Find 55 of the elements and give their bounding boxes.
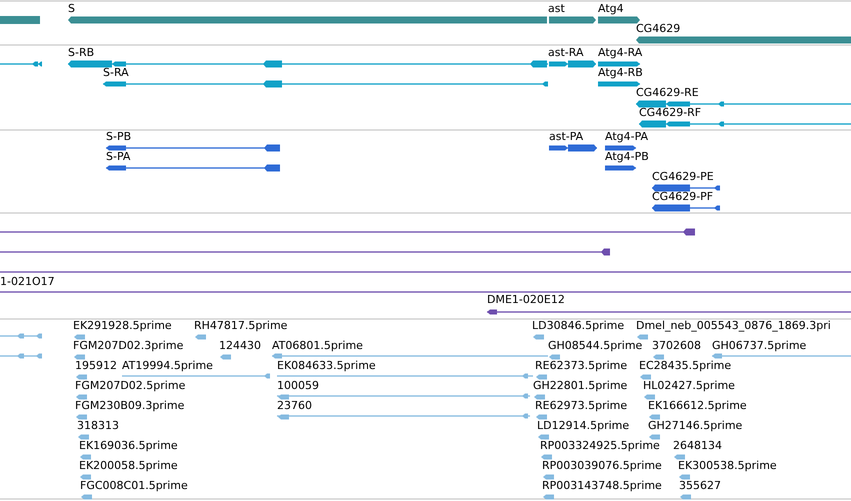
track-label: Atg4-PA [605,130,648,143]
track-label: FGM207D02.3prime [73,339,184,352]
track-label: EK300538.5prime [678,459,777,472]
track-label: CG4629-RF [639,106,702,119]
track-label: LD12914.5prime [537,419,630,432]
track-label: Atg4-RB [598,66,643,79]
track-label: S-PA [106,150,130,163]
track-label: GH22801.5prime [533,379,628,392]
track-label: RE62373.5prime [535,359,628,372]
track-label: EK291928.5prime [73,319,172,332]
track-label: 100059 [277,379,319,392]
track-label: 195912 [75,359,117,372]
track-label: S-RA [103,66,129,79]
track-label: EK084633.5prime [277,359,376,372]
track-label: Atg4 [598,2,624,15]
track-label: 355627 [679,479,721,492]
track-label: S-RB [68,46,94,59]
track-label: ast [548,2,565,15]
track-label: CG4629-PE [652,170,714,183]
track-label: 1-021O17 [0,275,55,288]
track-label: RH47817.5prime [194,319,288,332]
track-label: Atg4-PB [605,150,649,163]
track-label: EK169036.5prime [79,439,178,452]
track-label: FGC008C01.5prime [80,479,188,492]
track-label: GH06737.5prime [712,339,806,352]
track-label: RP003039076.5prime [542,459,662,472]
track-label: 318313 [77,419,119,432]
track-label: AT19994.5prime [122,359,213,372]
track-label: RE62973.5prime [535,399,628,412]
track-label: GH08544.5prime [548,339,642,352]
track-label: GH27146.5prime [648,419,742,432]
track-label: DME1-020E12 [487,293,565,306]
track-label: RP003143748.5prime [542,479,662,492]
track-label: 124430 [219,339,261,352]
track-label: Atg4-RA [598,46,642,59]
track-label: 2648134 [673,439,722,452]
track-label: S [68,2,75,15]
track-label: CG4629-PF [652,190,714,203]
track-label: 23760 [277,399,312,412]
track-label: ast-PA [549,130,584,143]
track-label: FGM230B09.3prime [75,399,184,412]
track-label: ast-RA [548,46,584,59]
track-label: Dmel_neb_005543_0876_1869.3pri [636,319,831,332]
track-label: RP003324925.5prime [540,439,660,452]
track-label: FGM207D02.5prime [75,379,186,392]
track-label: LD30846.5prime [532,319,624,332]
track-label: HL02427.5prime [643,379,735,392]
track-label: CG4629-RE [636,86,699,99]
track-label: 3702608 [652,339,701,352]
track-label: CG4629 [636,22,680,35]
track-label: EK200058.5prime [79,459,178,472]
track-label: AT06801.5prime [272,339,363,352]
track-label: EC28435.5prime [639,359,732,372]
track-label: EK166612.5prime [648,399,747,412]
track-label: S-PB [106,130,132,143]
